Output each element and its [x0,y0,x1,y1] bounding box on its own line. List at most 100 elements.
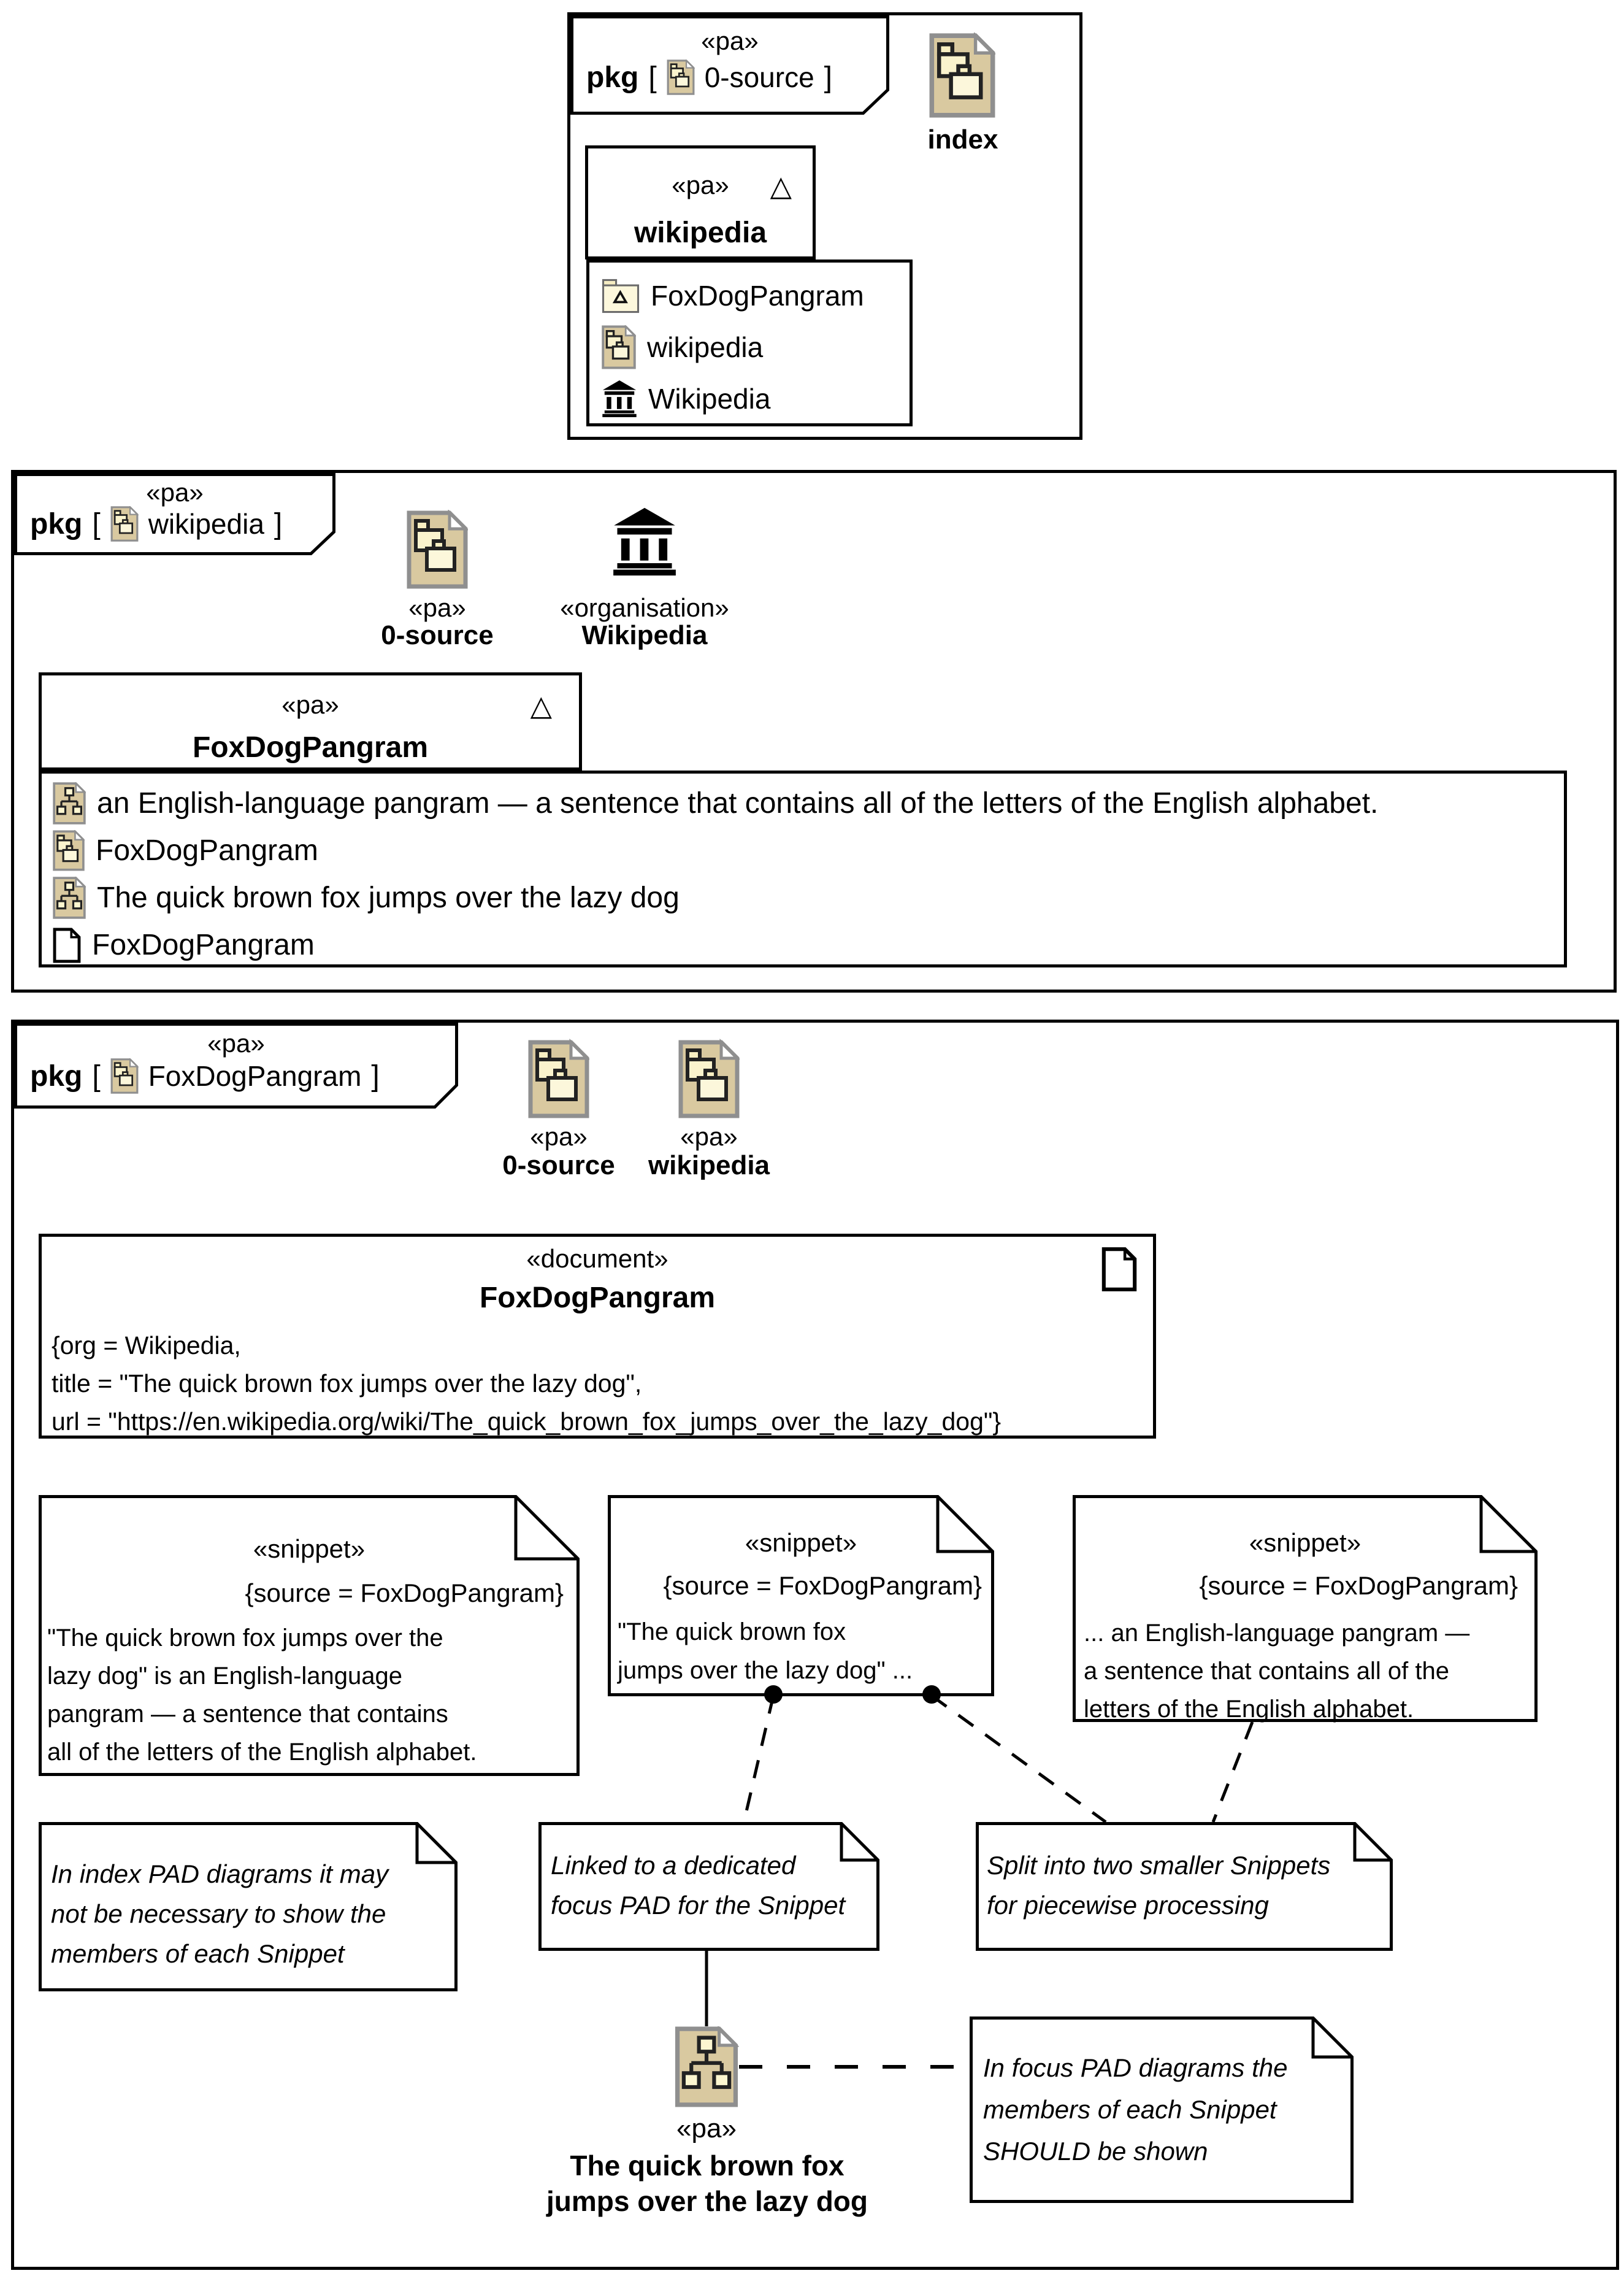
member-label: FoxDogPangram [92,929,315,961]
package-stereotype: «pa» [282,690,339,719]
pa-document-icon [528,1039,589,1120]
pa-document-icon [667,60,695,95]
attr-line: {org = Wikipedia, [52,1331,241,1359]
document-attributes: {org = Wikipedia, title = "The quick bro… [52,1326,1001,1440]
triangle-marker-icon: △ [530,690,552,721]
bracket-open: [ [648,61,657,94]
pkg-keyword: pkg [586,61,639,94]
bracket-open: [ [92,507,101,540]
free-element-stereotype: «pa» [530,1122,588,1151]
pa-document-icon [602,325,636,369]
comment-note-split: Split into two smaller Snippets for piec… [976,1822,1393,1951]
tab-stereotype: «pa» [701,26,759,55]
frame-tab: «pa» pkg [ wikipedia ] [14,473,335,555]
focus-pa-stereotype: «pa» [676,2113,737,2143]
tab-stereotype: «pa» [146,478,204,507]
index-label: index [927,125,998,155]
document-stereotype: «document» [526,1244,668,1273]
comment-note-focus-pad: In focus PAD diagrams the members of eac… [970,2016,1354,2203]
member-label: wikipedia [647,331,764,363]
note-shape [1073,1495,1538,1722]
note-shape [39,1822,458,1991]
snippet-text: ... an English-language pangram — a sent… [1084,1620,1470,1723]
snippet-source: {source = FoxDogPangram} [663,1571,982,1600]
organisation-icon [602,380,637,417]
attr-line: title = "The quick brown fox jumps over … [52,1369,642,1398]
member-row: FoxDogPangram [602,270,910,321]
snippet-source: {source = FoxDogPangram} [1199,1571,1518,1600]
member-row: FoxDogPangram [53,827,1564,874]
free-element-stereotype: «pa» [680,1122,738,1151]
focus-pa-label: The quick brown fox jumps over the lazy … [546,2150,868,2217]
snippet-note-first-half: «snippet» {source = FoxDogPangram} "The … [608,1495,994,1696]
triangle-marker-icon: △ [770,170,792,202]
package-folder-icon [602,279,640,313]
member-label: FoxDogPangram [96,834,318,867]
diagram-frame-foxdogpangram: «pa» pkg [ FoxDogPangram ] «pa» 0-source… [11,1020,1619,2270]
free-element-stereotype: «organisation» [560,593,729,622]
member-label: an English-language pangram — a sentence… [97,787,1379,820]
document-foxdogpangram: «document» FoxDogPangram {org = Wikipedi… [39,1234,1156,1439]
member-row: an English-language pangram — a sentence… [53,780,1564,827]
pa-document-icon [110,1058,139,1094]
free-element-name: 0-source [381,620,494,650]
comment-text: In focus PAD diagrams the members of eac… [983,2053,1288,2166]
frame-tab-shape [570,15,889,115]
bracket-close: ] [824,61,832,94]
package-wikipedia-header: «pa» △ wikipedia [585,145,816,260]
free-element-name: wikipedia [648,1150,770,1180]
document-name: FoxDogPangram [479,1282,716,1314]
member-label: The quick brown fox jumps over the lazy … [97,882,680,914]
comment-note-index-pad: In index PAD diagrams it may not be nece… [39,1822,458,1991]
note-shape [39,1495,580,1776]
bracket-close: ] [274,507,283,540]
member-row: The quick brown fox jumps over the lazy … [53,874,1564,921]
snippet-text: "The quick brown fox jumps over the lazy… [47,1624,477,1766]
member-row: Wikipedia [602,373,910,425]
snippet-note-second-half: «snippet» {source = FoxDogPangram} ... a… [1073,1495,1538,1723]
note-shape [608,1495,994,1696]
tab-diagram-name: 0-source [704,61,814,93]
snippet-stereotype: «snippet» [1249,1528,1362,1557]
note-shape [976,1822,1393,1951]
free-element-name: Wikipedia [581,620,708,650]
pa-document-icon [678,1039,740,1120]
pkg-keyword: pkg [30,507,83,540]
frame-tab-shape [14,473,335,555]
attr-line: url = "https://en.wikipedia.org/wiki/The… [52,1407,1002,1436]
comment-note-focus-link: Linked to a dedicated focus PAD for the … [538,1822,879,1951]
tab-stereotype: «pa» [207,1029,265,1058]
snippet-note-full: «snippet» {source = FoxDogPangram} "The … [39,1495,580,1776]
package-name: wikipedia [634,217,767,249]
tab-diagram-name: FoxDogPangram [148,1060,362,1092]
snippet-stereotype: «snippet» [745,1528,857,1557]
snippet-icon [53,782,86,825]
package-name: FoxDogPangram [192,731,429,764]
frame-tab: «pa» pkg [ 0-source ] [570,15,889,115]
document-icon [53,927,81,964]
pkg-keyword: pkg [30,1059,83,1093]
free-element-name: 0-source [502,1150,615,1180]
snippet-source: {source = FoxDogPangram} [245,1578,564,1607]
pa-document-icon [407,510,468,590]
free-element-stereotype: «pa» [408,593,466,622]
tab-diagram-name: wikipedia [148,508,264,540]
pa-document-icon [110,506,139,542]
diagram-frame-wikipedia: «pa» pkg [ wikipedia ] «pa» 0-source «or… [11,470,1617,993]
diagram-frame-0source: «pa» pkg [ 0-source ] index «pa» △ wikip… [567,12,1082,440]
bracket-open: [ [92,1059,101,1093]
member-label: Wikipedia [648,383,771,415]
package-stereotype: «pa» [672,171,729,199]
pa-document-icon [53,830,85,871]
bracket-close: ] [371,1059,380,1093]
snippet-icon [674,2026,739,2107]
member-row: wikipedia [602,321,910,373]
package-foxdogpangram-members: an English-language pangram — a sentence… [39,771,1567,967]
package-foxdogpangram-header: «pa» △ FoxDogPangram [39,672,582,771]
organisation-icon [612,507,677,576]
snippet-icon [53,877,86,919]
snippet-text: "The quick brown fox jumps over the lazy… [618,1618,913,1684]
note-shape [538,1822,879,1951]
pa-document-icon [929,33,995,118]
comment-text: In index PAD diagrams it may not be nece… [51,1859,389,1968]
